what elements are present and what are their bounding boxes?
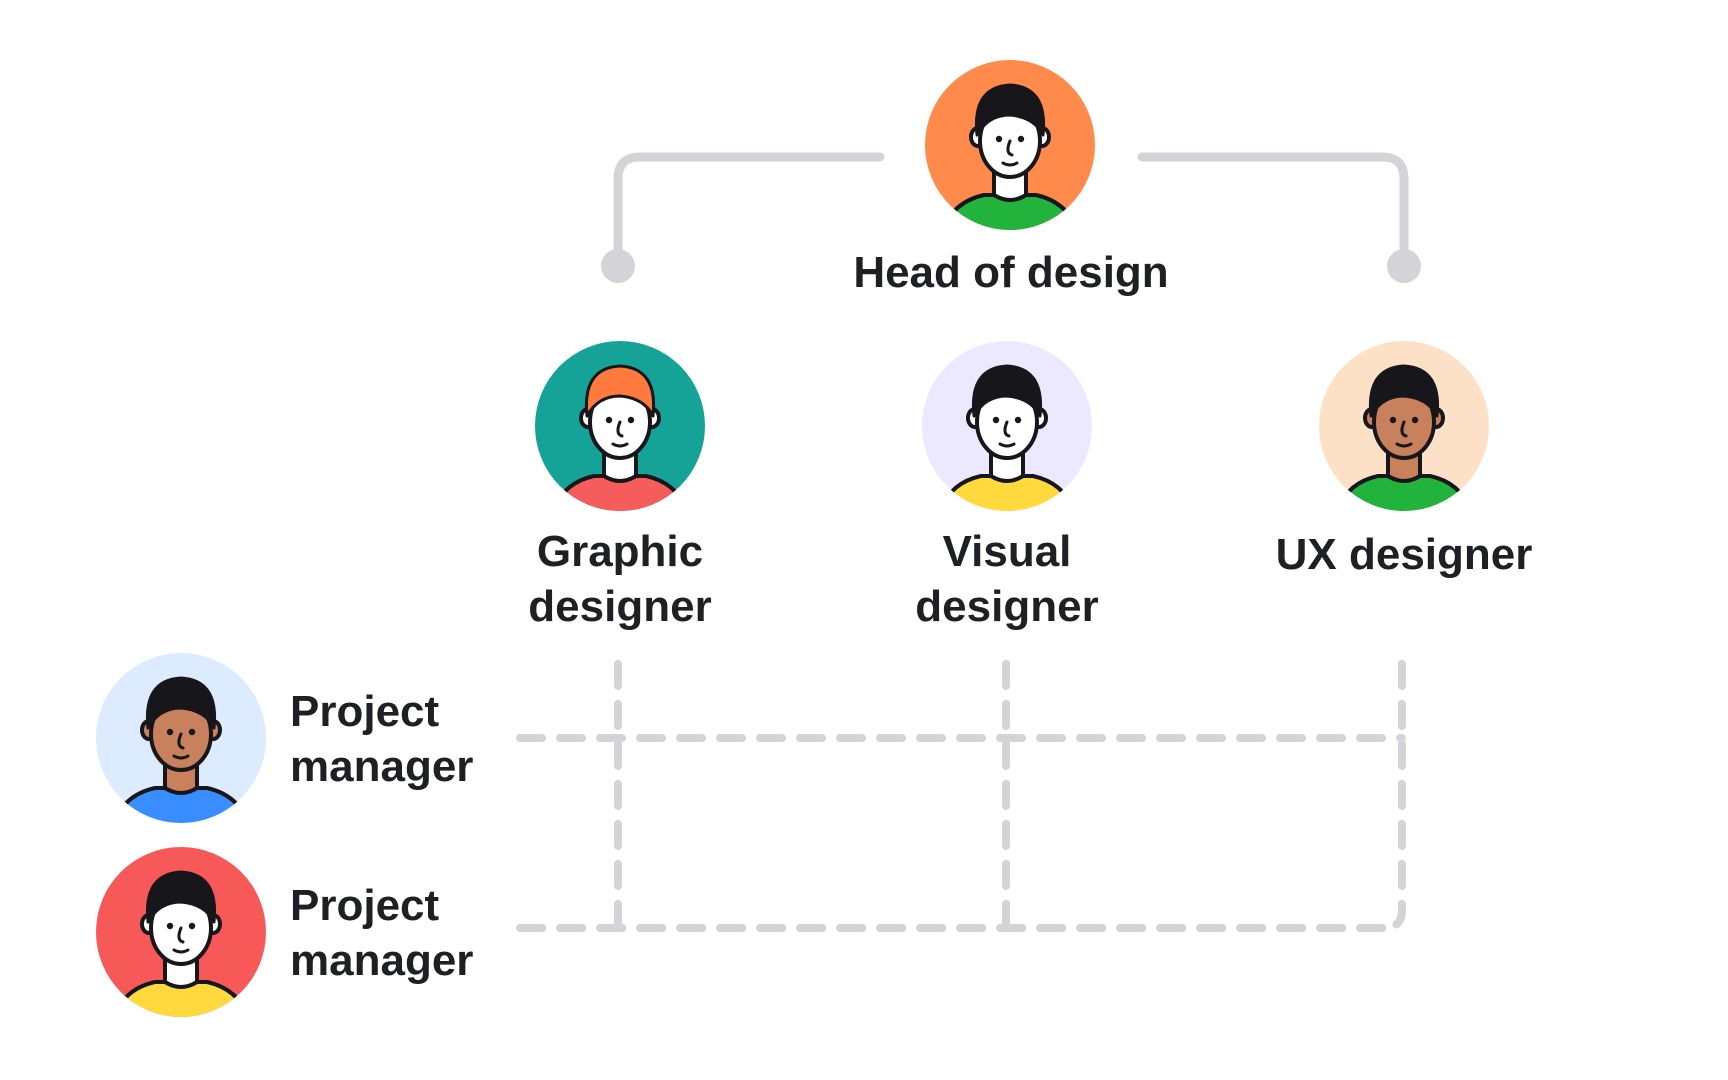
graphic-role-line1: Graphic [536,527,704,576]
visual-role-label: Visual designer [915,524,1098,634]
pm2-role-label: Project manager [290,878,473,988]
pm1-role-line1: Project [290,687,440,736]
pm1-role-label: Project manager [290,684,473,794]
avatar-lavender [922,341,1092,511]
graphic-role-line2: designer [528,582,712,631]
ux-role-label: UX designer [1276,527,1533,582]
hair [971,364,1043,418]
avatar-red [96,847,266,1017]
connector-dot-ux [1387,249,1421,283]
dashed-vertical-ux [1380,660,1406,932]
head-role-text: Head of design [853,248,1169,297]
pm2-role-line2: manager [290,936,474,985]
head-to-ux-connector [1137,152,1409,267]
hair [584,364,656,418]
connector-dot-graphic [601,249,635,283]
ux-role-line1: UX designer [1275,530,1533,579]
avatar-peach [1319,341,1489,511]
hair [1368,364,1440,418]
avatar-lightblue [96,653,266,823]
avatar-orange [925,60,1095,230]
avatar-teal [535,341,705,511]
hair [145,676,217,730]
visual-role-line1: Visual [942,527,1072,576]
pm1-role-line2: manager [290,742,474,791]
head-to-graphic-connector [613,152,885,267]
head-role-label: Head of design [853,245,1168,300]
graphic-role-label: Graphic designer [528,524,711,634]
pm2-role-line1: Project [290,881,440,930]
hair [974,83,1046,137]
hair [145,870,217,924]
dashed-matrix [516,660,1406,932]
visual-role-line2: designer [915,582,1099,631]
